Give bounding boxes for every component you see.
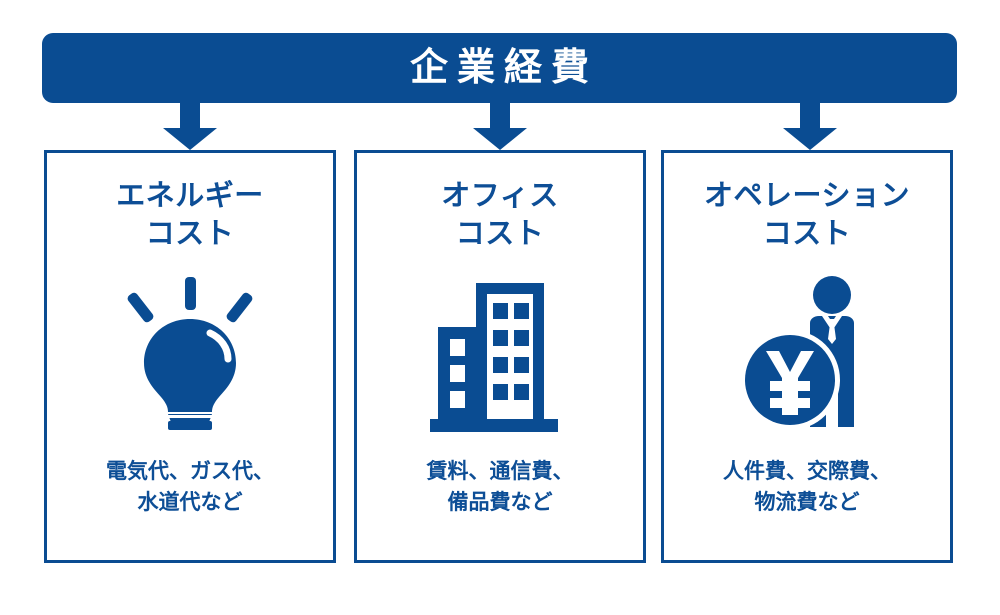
card-title-line-2: コスト (145, 218, 235, 251)
card-title-line-1: オペレーション (704, 180, 910, 212)
arrow-head (163, 128, 217, 150)
arrow-stem (490, 103, 510, 129)
card-caption: 賃料、通信費、 備品費など (357, 457, 643, 518)
arrow-head (783, 128, 837, 150)
card-icon-slot (664, 254, 950, 458)
header-banner: 企業経費 (42, 33, 957, 103)
card-operation-cost: オペレーション コスト (661, 150, 953, 563)
card-caption: 電気代、ガス代、 水道代など (47, 457, 333, 518)
card-caption: 人件費、交際費、 物流費など (664, 457, 950, 518)
card-title-line-2: コスト (762, 218, 852, 251)
arrow-head (473, 128, 527, 150)
card-title: オフィス コスト (357, 177, 643, 254)
card-title-line-2: コスト (455, 218, 545, 251)
card-title-line-1: エネルギー (116, 180, 264, 212)
card-caption-line-2: 備品費など (447, 490, 553, 514)
arrow-stem (800, 103, 820, 129)
card-caption-line-2: 水道代など (137, 490, 243, 514)
card-caption-line-2: 物流費など (754, 490, 860, 514)
card-icon-slot (357, 254, 643, 458)
card-title-line-1: オフィス (441, 180, 559, 212)
lightbulb-icon (127, 277, 253, 431)
card-office-cost: オフィス コスト (354, 150, 646, 563)
card-icon-slot (47, 254, 333, 458)
arrow-stem (180, 103, 200, 129)
card-energy-cost: エネルギー コスト 電気代、ガス代、 水道代など (44, 150, 336, 563)
arrow-down-icon-energy (163, 103, 217, 150)
card-title: オペレーション コスト (664, 177, 950, 254)
card-title: エネルギー コスト (47, 177, 333, 254)
arrow-down-icon-operation (783, 103, 837, 150)
card-caption-line-1: 賃料、通信費、 (426, 460, 574, 484)
arrow-down-icon-office (473, 103, 527, 150)
office-building-icon (430, 283, 558, 433)
page-title: 企業経費 (409, 47, 598, 89)
card-caption-line-1: 電気代、ガス代、 (106, 460, 274, 484)
businessperson-yen-icon (740, 276, 854, 431)
card-caption-line-1: 人件費、交際費、 (723, 460, 891, 484)
